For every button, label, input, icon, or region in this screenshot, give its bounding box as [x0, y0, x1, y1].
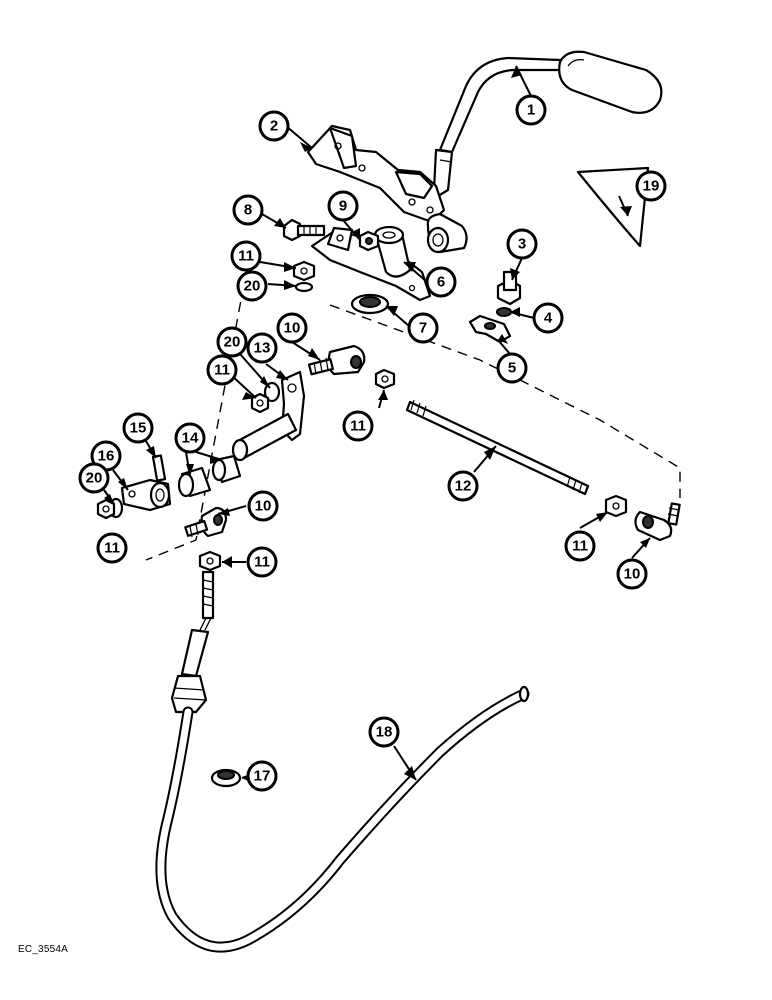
callout-11-lower-left: 11 — [96, 532, 128, 564]
bellcrank — [231, 370, 306, 462]
nut-right — [604, 494, 628, 518]
callout-1: 1 — [515, 94, 547, 126]
svg-text:9: 9 — [339, 198, 347, 215]
lever-bracket — [306, 124, 468, 254]
ball-joint-upper — [307, 344, 366, 376]
pivot-plate — [310, 225, 432, 302]
svg-text:7: 7 — [419, 320, 427, 337]
callout-20-bellcrank: 20 — [216, 326, 248, 358]
svg-text:3: 3 — [518, 236, 526, 253]
callout-19: 19 — [635, 170, 667, 202]
spacer-washer — [350, 293, 390, 315]
svg-text:10: 10 — [284, 320, 301, 337]
callout-14: 14 — [174, 422, 206, 454]
callout-12: 12 — [447, 470, 479, 502]
svg-text:11: 11 — [238, 248, 254, 265]
svg-text:13: 13 — [254, 340, 271, 357]
svg-text:20: 20 — [86, 470, 103, 487]
callout-20-lower-left: 20 — [78, 462, 110, 494]
svg-text:8: 8 — [244, 202, 252, 219]
callout-3: 3 — [506, 228, 538, 260]
control-cable — [155, 570, 530, 953]
svg-text:17: 17 — [254, 768, 271, 785]
svg-text:16: 16 — [98, 448, 115, 465]
callout-20-upper: 20 — [236, 270, 268, 302]
svg-text:19: 19 — [643, 178, 660, 195]
callout-8: 8 — [232, 194, 264, 226]
nut-9 — [358, 230, 380, 252]
gasket-plate — [576, 166, 650, 248]
callout-11-right: 11 — [564, 530, 596, 562]
bolt-3 — [496, 270, 522, 306]
svg-text:15: 15 — [130, 420, 147, 437]
svg-text:1: 1 — [527, 102, 535, 119]
nut-middle — [374, 368, 396, 390]
bolt-8 — [282, 218, 326, 242]
ball-joint-right — [634, 502, 681, 542]
callout-10-lower-left: 10 — [247, 490, 279, 522]
callout-13: 13 — [246, 332, 278, 364]
svg-text:11: 11 — [254, 554, 270, 571]
callout-11-bellcrank: 11 — [206, 354, 238, 386]
hand-lever — [432, 50, 663, 198]
drawing-code: EC_3554A — [18, 944, 68, 955]
svg-text:11: 11 — [572, 538, 588, 555]
callout-17: 17 — [246, 760, 278, 792]
ball-joint-lower-left — [184, 506, 228, 538]
callout-4: 4 — [532, 302, 564, 334]
svg-text:14: 14 — [182, 430, 199, 447]
callout-15: 15 — [122, 412, 154, 444]
callout-11-cable: 11 — [246, 546, 278, 578]
callout-2: 2 — [258, 110, 290, 142]
svg-text:4: 4 — [544, 310, 553, 327]
svg-text:2: 2 — [270, 118, 278, 135]
callouts: 1 2 3 4 5 6 7 8 9 10 11 12 13 14 15 16 1… — [78, 94, 667, 792]
grommet — [210, 768, 242, 788]
svg-text:11: 11 — [104, 540, 120, 557]
svg-text:11: 11 — [350, 418, 366, 435]
callout-11-middle: 11 — [342, 410, 374, 442]
callout-6: 6 — [425, 266, 457, 298]
nut-washer-lower-left — [96, 497, 124, 520]
svg-text:18: 18 — [376, 724, 393, 741]
roll-pin — [151, 454, 167, 482]
callout-11-upper: 11 — [230, 240, 262, 272]
svg-text:12: 12 — [455, 478, 472, 495]
svg-text:10: 10 — [255, 498, 272, 515]
svg-text:11: 11 — [214, 362, 230, 379]
nut-cable — [198, 550, 222, 572]
nut-washer-upper — [292, 260, 316, 293]
washer-4 — [496, 307, 512, 317]
callout-7: 7 — [407, 312, 439, 344]
clevis — [120, 478, 172, 512]
svg-text:5: 5 — [508, 360, 516, 377]
callout-10-upper: 10 — [276, 312, 308, 344]
svg-text:6: 6 — [437, 274, 445, 291]
callout-9: 9 — [327, 190, 359, 222]
callout-18: 18 — [368, 716, 400, 748]
svg-text:20: 20 — [224, 334, 241, 351]
svg-text:10: 10 — [624, 566, 641, 583]
threaded-rod — [405, 399, 590, 496]
callout-10-right: 10 — [616, 558, 648, 590]
callout-5: 5 — [496, 352, 528, 384]
svg-text:20: 20 — [244, 278, 261, 295]
